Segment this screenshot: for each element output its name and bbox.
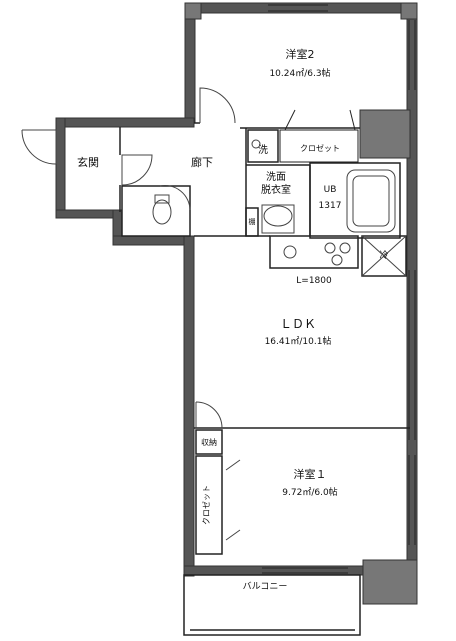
- room-name-washroom-line2: 脱衣室: [261, 183, 291, 196]
- kitchen-length-label: L=1800: [296, 276, 332, 286]
- outer-walls: [55, 2, 418, 604]
- room-name-storage: 収納: [201, 437, 217, 447]
- room-name-unit-bath: UB: [324, 185, 337, 195]
- room-name-closet-top: クロゼット: [300, 143, 340, 153]
- interior-walls: [119, 122, 410, 636]
- room-area-western2: 10.24㎡/6.3帖: [269, 67, 330, 79]
- fixtures: [152, 139, 407, 277]
- doors: [21, 87, 241, 541]
- room-name-washer: 洗: [258, 144, 268, 156]
- room-name-closet-side: クロゼット: [201, 485, 211, 525]
- room-name-washroom-line1: 洗面: [266, 171, 286, 183]
- room-name-western2: 洋室2: [286, 47, 315, 61]
- room-area-ldk: 16.41㎡/10.1帖: [265, 335, 332, 347]
- room-size-unit-bath: 1317: [319, 201, 342, 211]
- fridge-label: 冷: [379, 249, 388, 261]
- room-name-balcony: バルコニー: [243, 581, 288, 592]
- windows: [262, 4, 416, 574]
- room-name-western1: 洋室１: [294, 467, 327, 481]
- room-name-entrance: 玄関: [77, 155, 99, 169]
- shelf-label: 棚: [249, 217, 256, 226]
- closet-top: [279, 109, 359, 163]
- pillars: [184, 2, 418, 605]
- room-name-hallway: 廊下: [191, 155, 213, 169]
- room-area-western1: 9.72㎡/6.0帖: [282, 486, 337, 498]
- room-name-ldk: ＬＤＫ: [280, 317, 316, 331]
